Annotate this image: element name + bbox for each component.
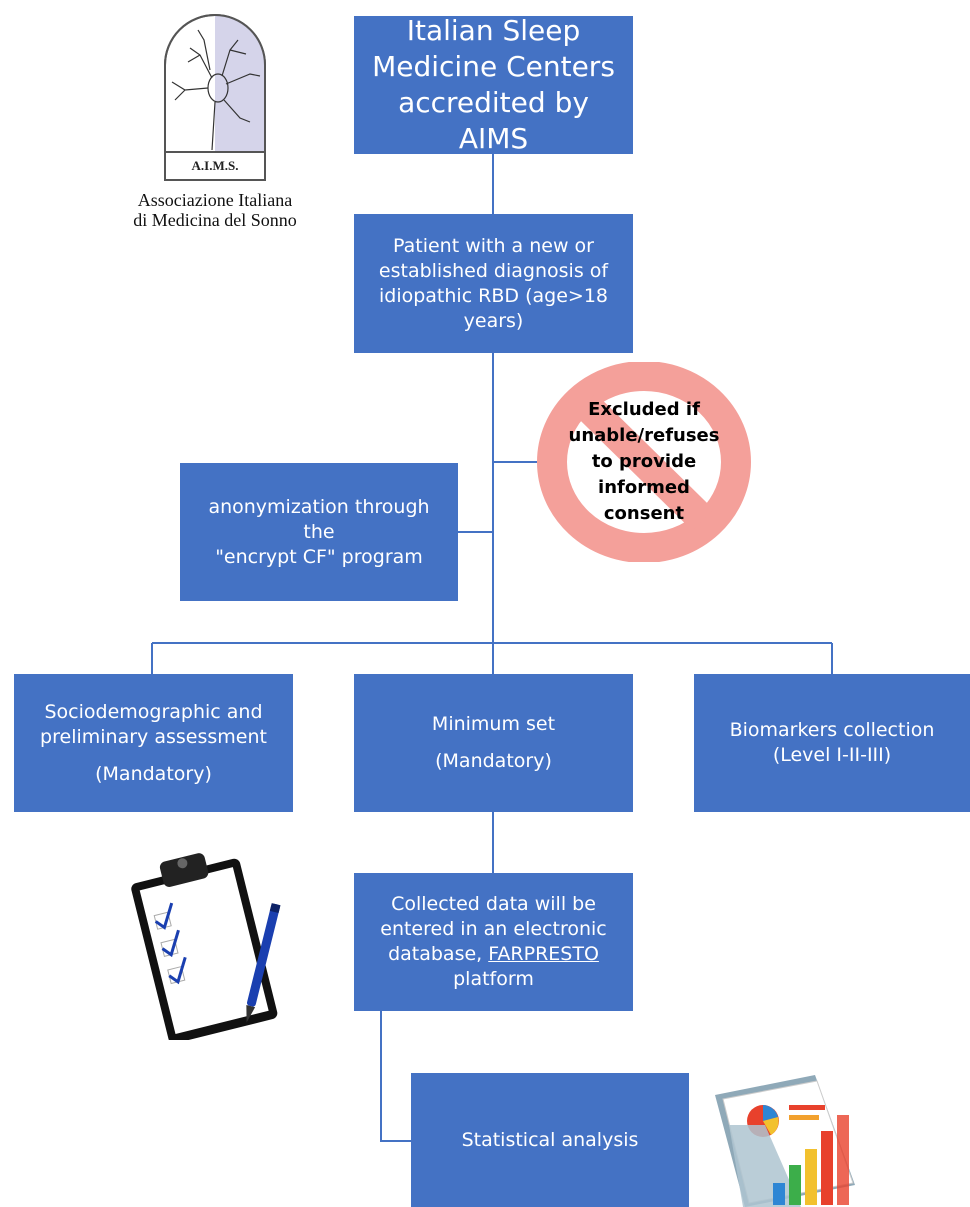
statistics-line: Statistical analysis <box>461 1128 639 1151</box>
patient-line: Patient with a new or <box>393 234 594 257</box>
folder-charts-icon <box>715 1075 855 1207</box>
anonymization-line: "encrypt CF" program <box>215 545 423 568</box>
sociodemographic-line: preliminary assessment <box>40 725 267 748</box>
prohibition-icon <box>537 362 751 562</box>
anonymization-line: anonymization through the <box>208 495 430 543</box>
collected-line: platform <box>453 968 534 990</box>
exclusion-text: Excluded if unable/refuses to provide in… <box>537 362 751 562</box>
collected-data-box: Collected data will be entered in an ele… <box>354 873 633 1011</box>
aims-caption-line2: di Medicina del Sonno <box>133 210 297 230</box>
biomarkers-line: (Level I-II-III) <box>772 744 892 766</box>
sociodemographic-box: Sociodemographic and preliminary assessm… <box>14 674 293 812</box>
patient-box: Patient with a new or established diagno… <box>354 214 633 353</box>
mandatory-note: (Mandatory) <box>95 762 212 785</box>
exclusion-line: Excluded if <box>588 399 700 420</box>
patient-line: years) <box>463 309 524 332</box>
aims-abbreviation: A.I.M.S. <box>191 158 239 173</box>
aims-logo-icon <box>164 14 266 181</box>
anonymization-box: anonymization through the "encrypt CF" p… <box>180 463 458 601</box>
statistical-analysis-box: Statistical analysis <box>411 1073 689 1207</box>
collected-line: entered in an electronic <box>380 918 607 940</box>
exclusion-line: informed <box>598 477 690 498</box>
minimum-set-line: Minimum set <box>431 713 556 735</box>
patient-line: idiopathic RBD (age>18 <box>378 284 608 307</box>
aims-caption-line1: Associazione Italiana <box>137 190 293 210</box>
minimum-set-box: Minimum set (Mandatory) <box>354 674 633 812</box>
farpresto-link[interactable]: FARPRESTO <box>488 943 599 965</box>
title-line: accredited by AIMS <box>398 86 589 155</box>
collected-prefix: database, <box>388 943 489 965</box>
sociodemographic-line: Sociodemographic and <box>44 700 263 723</box>
patient-line: established diagnosis of <box>378 259 609 282</box>
title-box: Italian Sleep Medicine Centers accredite… <box>354 14 633 155</box>
clipboard-checklist-icon <box>131 853 281 1040</box>
biomarkers-line: Biomarkers collection <box>729 719 935 741</box>
title-line: Medicine Centers <box>372 50 615 83</box>
exclusion-line: to provide <box>591 451 697 472</box>
mandatory-note: (Mandatory) <box>435 750 552 772</box>
aims-caption: Associazione Italiana di Medicina del So… <box>100 190 330 230</box>
biomarkers-box: Biomarkers collection (Level I-II-III) <box>694 674 970 812</box>
exclusion-line: unable/refuses <box>568 425 720 446</box>
exclusion-line: consent <box>603 503 685 524</box>
title-line: Italian Sleep <box>406 14 581 47</box>
collected-line: database, FARPRESTO <box>388 942 599 967</box>
collected-line: Collected data will be <box>391 893 596 915</box>
connector-collected-to-stats <box>380 1011 411 1142</box>
